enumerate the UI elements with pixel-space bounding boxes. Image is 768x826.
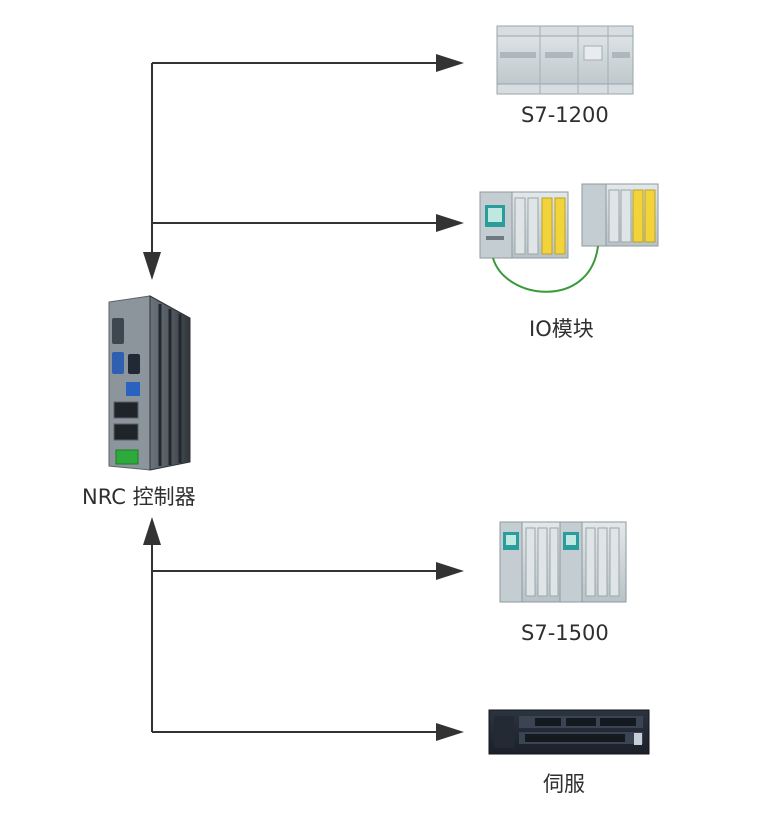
plc-s7-1200-icon bbox=[496, 25, 634, 95]
arrowhead-s7-1200 bbox=[436, 54, 464, 72]
controller-label: NRC 控制器 bbox=[82, 485, 196, 509]
industrial-pc-icon bbox=[108, 295, 191, 471]
s7-1500-label: S7-1500 bbox=[521, 621, 609, 645]
arrowhead-servo bbox=[436, 723, 464, 741]
servo-drive-icon bbox=[488, 709, 650, 755]
arrowhead-s7-1500 bbox=[436, 562, 464, 580]
plc-s7-1500-icon bbox=[499, 521, 627, 603]
io-module-label: IO模块 bbox=[529, 317, 594, 341]
arrowheads bbox=[143, 54, 464, 741]
io-module-icon bbox=[479, 183, 659, 293]
servo-label: 伺服 bbox=[543, 772, 585, 796]
arrowhead-up-controller bbox=[143, 517, 161, 545]
s7-1200-label: S7-1200 bbox=[521, 103, 609, 127]
arrowhead-io-module bbox=[436, 214, 464, 232]
arrowhead-down-controller bbox=[143, 252, 161, 280]
connection-lines bbox=[151, 62, 438, 733]
